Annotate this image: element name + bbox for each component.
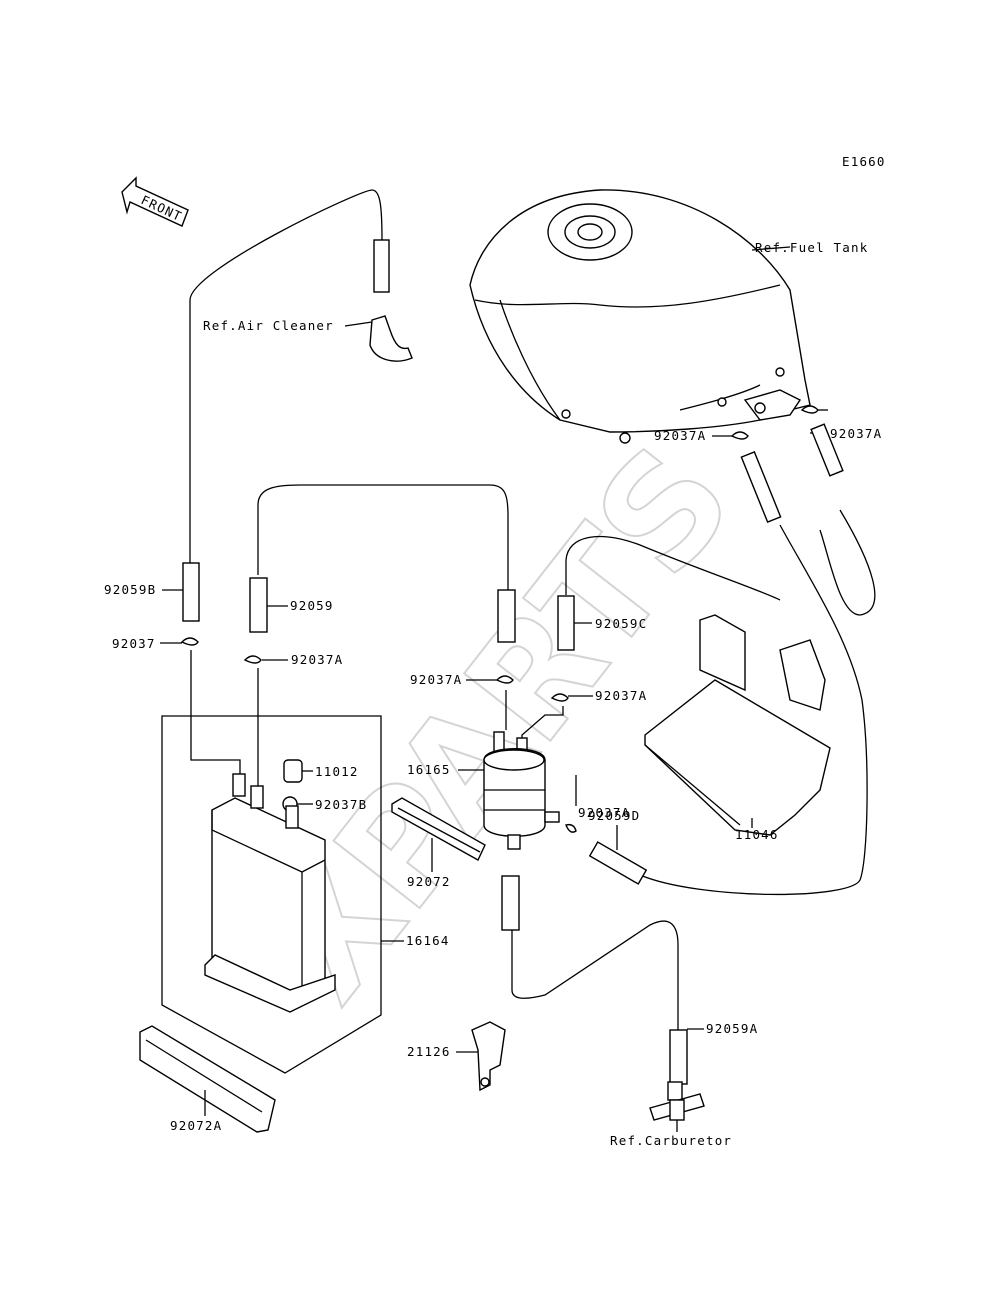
hose-tank-left xyxy=(740,451,782,523)
clip-92037A-mid xyxy=(495,675,514,684)
label-92037A-tank: 92037A xyxy=(654,428,706,443)
label-92037B: 92037B xyxy=(315,797,367,812)
label-92037A-mid: 92037A xyxy=(410,672,462,687)
hose-92059C xyxy=(557,595,575,651)
label-11012: 11012 xyxy=(315,764,359,779)
front-arrow-label: FRONT xyxy=(139,192,185,224)
hose-pump-bottom xyxy=(501,875,520,931)
hose-92059 xyxy=(249,577,268,633)
cap-11012 xyxy=(283,759,303,783)
hose-air-cleaner xyxy=(373,239,390,293)
carburetor-fitting xyxy=(649,1081,705,1121)
label-air-cleaner: Ref.Air Cleaner xyxy=(203,318,334,333)
diagram-code: E1660 xyxy=(842,154,886,169)
label-92059D: 92059D xyxy=(588,808,640,823)
canister-bracket-outline xyxy=(161,715,382,1074)
label-16164: 16164 xyxy=(406,933,450,948)
strap-92072 xyxy=(391,797,486,861)
label-92037: 92037 xyxy=(112,636,156,651)
label-92059B: 92059B xyxy=(104,582,156,597)
label-fuel-tank: Ref.Fuel Tank xyxy=(755,240,868,255)
label-92037A-pump: 92037A xyxy=(578,805,630,820)
label-21126: 21126 xyxy=(407,1044,451,1059)
clamp-21126 xyxy=(471,1021,506,1092)
label-16165: 16165 xyxy=(407,762,451,777)
fuel-tank xyxy=(469,189,811,444)
label-92059C: 92059C xyxy=(595,616,647,631)
clip-92037A-tank xyxy=(730,431,749,440)
label-92059: 92059 xyxy=(290,598,334,613)
hose-92059A xyxy=(669,1029,688,1085)
fuel-pump-16165 xyxy=(483,731,560,850)
label-92037A-midright: 92037A xyxy=(595,688,647,703)
label-carburetor: Ref.Carburetor xyxy=(610,1133,732,1148)
label-11046: 11046 xyxy=(735,827,779,842)
label-92037A-right: 92037A xyxy=(830,426,882,441)
hose-92059B xyxy=(182,562,200,622)
canister-16164 xyxy=(204,773,336,1013)
label-92037A-left: 92037A xyxy=(291,652,343,667)
clip-92037A-pump xyxy=(565,823,577,833)
hose-tank-right xyxy=(810,423,844,477)
bracket-11046 xyxy=(644,614,831,836)
label-92059A: 92059A xyxy=(706,1021,758,1036)
clip-92037 xyxy=(180,637,199,646)
label-92072: 92072 xyxy=(407,874,451,889)
strap-92072A xyxy=(139,1025,276,1133)
front-arrow-icon: FRONT xyxy=(121,176,189,227)
hose-pump-top xyxy=(497,589,516,643)
clip-92037A-midright xyxy=(550,693,569,702)
hose-92059D xyxy=(588,841,648,885)
air-cleaner-fitting xyxy=(369,315,413,362)
clip-92037A-left xyxy=(243,655,262,664)
label-92072A: 92072A xyxy=(170,1118,222,1133)
